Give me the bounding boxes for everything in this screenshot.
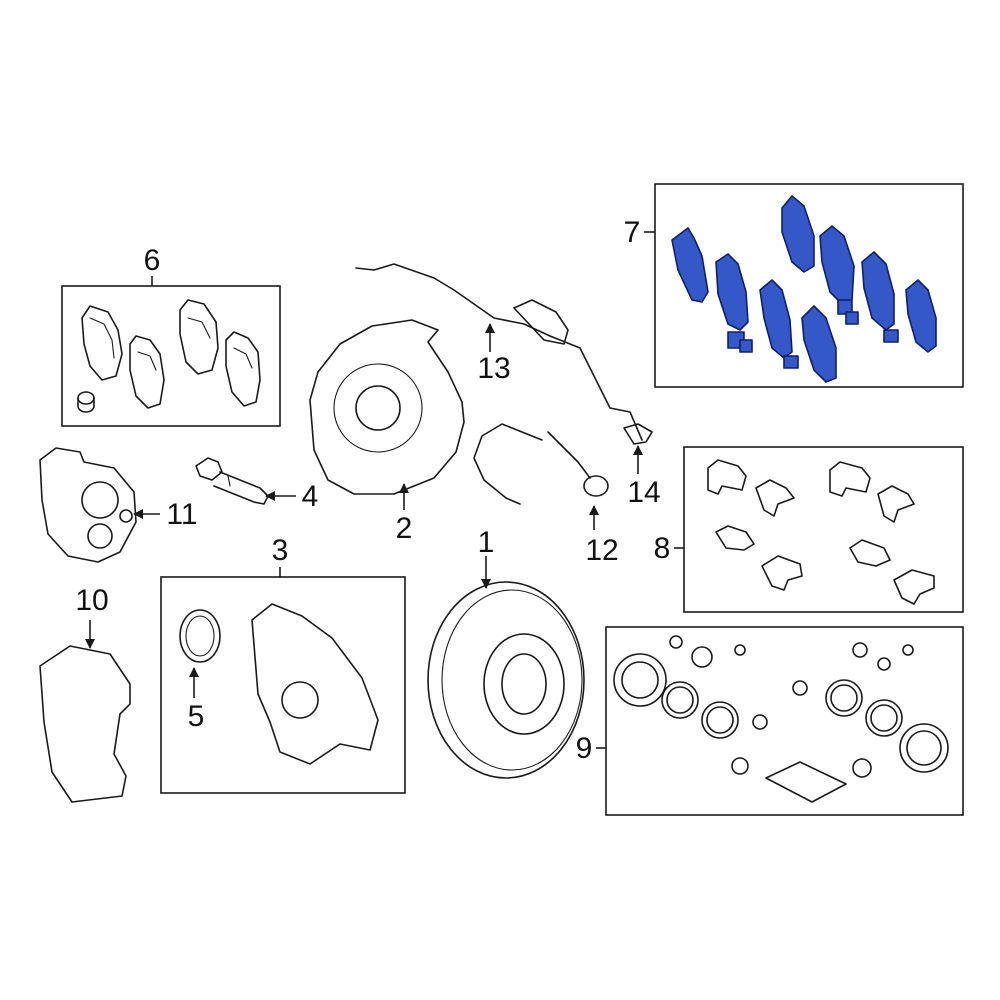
brake-hose-icon[interactable] <box>473 423 609 505</box>
box-pad-set-6 <box>61 285 281 427</box>
callout-11: 11 <box>166 498 197 531</box>
callout-7: 7 <box>624 216 641 249</box>
callout-8: 8 <box>654 532 671 565</box>
callout-6: 6 <box>144 244 161 277</box>
callout-14: 14 <box>627 476 660 509</box>
pad-set-highlighted-icon[interactable] <box>671 195 937 383</box>
callout-12: 12 <box>585 534 618 567</box>
box-caliper-3 <box>160 576 406 794</box>
box-repair-kit-9 <box>605 626 964 816</box>
callout-3: 3 <box>272 534 289 567</box>
pad-set-icon[interactable] <box>77 299 261 413</box>
parking-brake-actuator-icon[interactable] <box>39 447 137 563</box>
caliper-bolt-icon[interactable] <box>195 457 269 505</box>
box-pad-set-7[interactable] <box>654 183 964 388</box>
caliper-housing-icon[interactable] <box>251 603 379 765</box>
callout-9: 9 <box>576 732 593 765</box>
sensor-harness-icon[interactable] <box>355 263 643 441</box>
callout-4: 4 <box>302 480 319 513</box>
box-clip-kit-8 <box>683 446 964 613</box>
caliper-bracket-icon[interactable] <box>39 645 131 803</box>
caliper-repair-kit-icon[interactable] <box>613 635 949 803</box>
callout-10: 10 <box>75 584 108 617</box>
backing-plate-icon[interactable] <box>309 319 465 495</box>
brake-rotor-icon[interactable] <box>427 581 585 779</box>
callout-5: 5 <box>188 700 205 733</box>
callout-13: 13 <box>477 352 510 385</box>
callout-1: 1 <box>478 526 495 559</box>
pad-clip-kit-icon[interactable] <box>707 459 935 605</box>
connector-icon[interactable] <box>623 423 653 445</box>
seal-ring-icon[interactable] <box>179 609 221 663</box>
callout-2: 2 <box>396 512 413 545</box>
